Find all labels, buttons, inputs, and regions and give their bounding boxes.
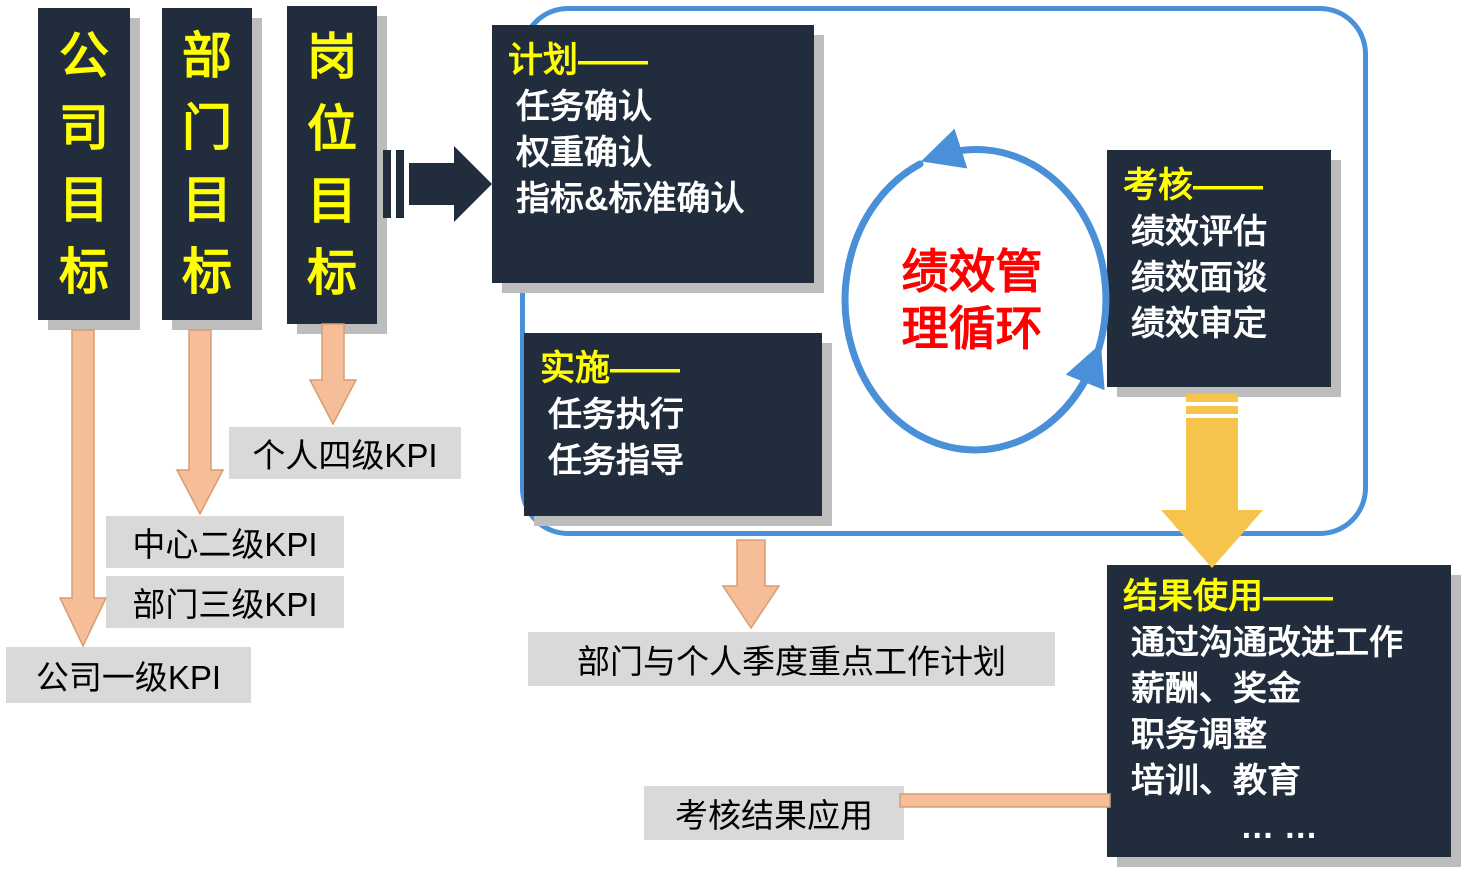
position-to-kpi-arrow (308, 323, 358, 426)
results-item: 职务调整 (1131, 716, 1267, 754)
company-to-kpi-arrow (58, 329, 108, 648)
position-goal-label: 岗位目标 (307, 29, 357, 301)
results-item: 通过沟通改进工作 (1131, 624, 1403, 662)
assess-title: 考核—— (1123, 166, 1264, 205)
frame-to-quarterly-plan-arrow (721, 539, 781, 630)
center-kpi-label: 中心二级KPI (106, 516, 344, 568)
assess-item: 绩效评估 (1131, 213, 1267, 251)
result-application-label: 考核结果应用 (644, 786, 904, 840)
assess-item: 绩效面谈 (1131, 259, 1267, 297)
goals-to-plan-arrow-head (409, 146, 492, 222)
department-goal-box: 部门目标 (162, 8, 252, 320)
implement-item: 任务指导 (548, 442, 684, 480)
results-item: 培训、教育 (1131, 762, 1301, 800)
implement-title: 实施—— (540, 349, 681, 388)
goals-to-plan-arrow-stripe (396, 150, 404, 218)
result-application-connector (899, 793, 1111, 808)
results-item-ellipsis: … … (1240, 808, 1318, 846)
department-kpi-label: 部门三级KPI (106, 576, 344, 628)
results-item: 薪酬、奖金 (1131, 670, 1301, 708)
plan-item: 权重确认 (516, 134, 652, 172)
results-title: 结果使用—— (1123, 577, 1334, 616)
implement-box: 实施—— 任务执行 任务指导 (524, 333, 822, 516)
plan-box: 计划—— 任务确认 权重确认 指标&标准确认 (492, 25, 814, 283)
company-goal-label: 公司目标 (59, 28, 109, 300)
cycle-title-line1: 绩效管 (901, 245, 1043, 298)
results-box: 结果使用—— 通过沟通改进工作 薪酬、奖金 职务调整 培训、教育 … … (1107, 565, 1451, 857)
department-to-kpi-arrow (175, 329, 225, 516)
goals-to-plan-arrow (383, 146, 492, 222)
assess-box: 考核—— 绩效评估 绩效面谈 绩效审定 (1107, 150, 1331, 387)
plan-item: 任务确认 (516, 88, 652, 126)
goals-to-plan-arrow-stripe (383, 150, 391, 218)
implement-item: 任务执行 (548, 396, 684, 434)
company-goal-box: 公司目标 (38, 8, 130, 320)
position-goal-box: 岗位目标 (287, 6, 377, 324)
cycle-title-line2: 理循环 (901, 302, 1043, 355)
department-goal-label: 部门目标 (182, 28, 232, 300)
assess-item: 绩效审定 (1131, 305, 1267, 343)
quarterly-plan-label: 部门与个人季度重点工作计划 (528, 632, 1055, 686)
plan-item: 指标&标准确认 (516, 180, 745, 218)
personal-kpi-label: 个人四级KPI (229, 427, 461, 479)
cycle-title: 绩效管 理循环 (850, 243, 1094, 357)
plan-title: 计划—— (508, 41, 649, 80)
company-kpi-label: 公司一级KPI (6, 647, 251, 703)
